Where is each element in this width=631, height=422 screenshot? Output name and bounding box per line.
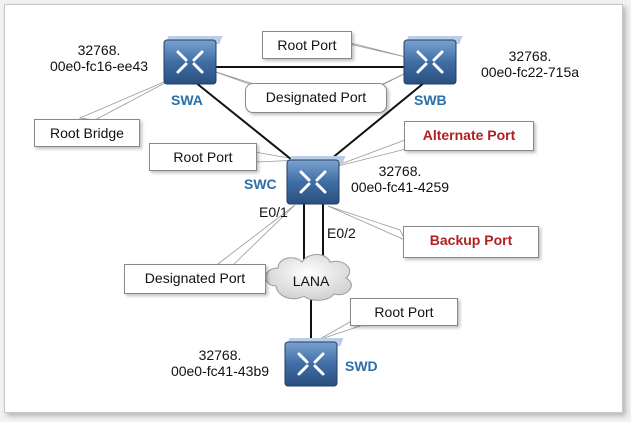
swa-priority: 32768. bbox=[77, 42, 121, 58]
callout-pointer bbox=[344, 42, 411, 59]
switch-swc-icon bbox=[286, 156, 346, 205]
swa-bridge-id: 32768. 00e0-fc16-ee43 bbox=[44, 42, 154, 74]
callout-swd-root-port: Root Port bbox=[350, 298, 458, 326]
swd-bridge-id: 32768. 00e0-fc41-43b9 bbox=[160, 347, 280, 379]
swb-bridge-id: 32768. 00e0-fc22-715a bbox=[470, 48, 590, 80]
port-e02: E0/2 bbox=[327, 225, 356, 241]
switch-swb-icon bbox=[403, 36, 463, 85]
lan-name: LANA bbox=[292, 273, 330, 289]
swb-mac: 00e0-fc22-715a bbox=[480, 64, 580, 80]
link-swb-swc bbox=[319, 77, 431, 169]
switch-swa-icon bbox=[163, 36, 223, 85]
lan-cloud-icon bbox=[265, 254, 352, 301]
swd-mac: 00e0-fc41-43b9 bbox=[170, 363, 270, 379]
callout-alternate-port: Alternate Port bbox=[404, 121, 534, 151]
swc-name: SWC bbox=[244, 176, 277, 192]
callout-pointer bbox=[78, 75, 179, 121]
callout-designated-port-ab: Designated Port bbox=[245, 83, 387, 113]
swc-mac: 00e0-fc41-4259 bbox=[350, 179, 450, 195]
swa-name: SWA bbox=[171, 92, 203, 108]
swd-priority: 32768. bbox=[198, 347, 242, 363]
callout-root-bridge: Root Bridge bbox=[34, 119, 140, 147]
swc-bridge-id: 32768. 00e0-fc41-4259 bbox=[340, 163, 460, 195]
swb-name: SWB bbox=[414, 92, 447, 108]
swb-priority: 32768. bbox=[508, 48, 552, 64]
callout-swc-root-port: Root Port bbox=[149, 143, 257, 171]
callout-pointer bbox=[327, 205, 406, 241]
callout-designated-port-lan: Designated Port bbox=[124, 264, 266, 294]
switch-swd-icon bbox=[284, 338, 344, 387]
callout-swb-root-port: Root Port bbox=[262, 31, 352, 59]
callout-backup-port: Backup Port bbox=[403, 226, 539, 258]
link-swa-swc bbox=[189, 77, 303, 169]
swc-priority: 32768. bbox=[378, 163, 422, 179]
swa-mac: 00e0-fc16-ee43 bbox=[49, 58, 149, 74]
swd-name: SWD bbox=[345, 358, 378, 374]
port-e01: E0/1 bbox=[259, 204, 288, 220]
